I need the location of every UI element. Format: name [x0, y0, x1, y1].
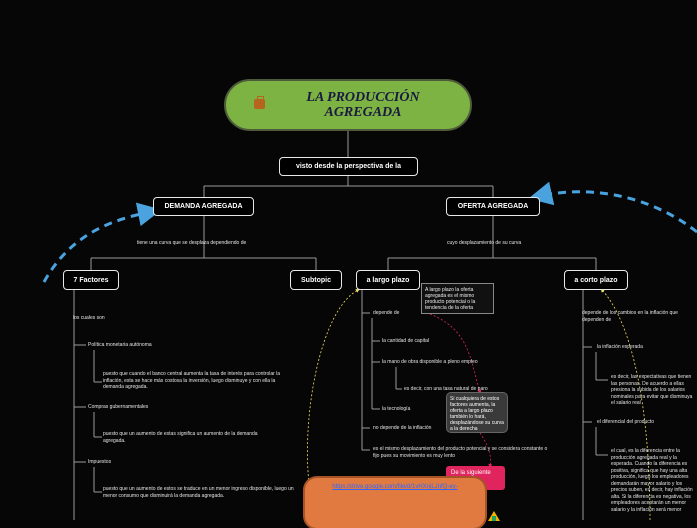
label-los-cuales: los cuales son [73, 315, 105, 321]
label-desplazamiento: es el mismo desplazamiento del producto … [373, 446, 548, 459]
note-largo-plazo: A largo plazo la oferta agregada es el m… [421, 283, 494, 314]
dashed-arrow-right [528, 181, 697, 234]
google-drive-icon [488, 511, 500, 521]
label-inflacion-desc: es decir, las expectativas que tienen la… [611, 374, 693, 406]
label-diferencial-desc: el cual, es la diferencia entre la produ… [611, 448, 693, 513]
node-subtopic[interactable]: Subtopic [290, 270, 342, 290]
label-mano-obra: la mano de obra disponible a pleno emple… [382, 359, 478, 365]
note-factores-cambio: Si cualquiera de estos factores aumenta,… [446, 392, 508, 433]
label-depende-de: depende de [373, 310, 400, 316]
central-title: LA PRODUCCIÓN AGREGADA [306, 90, 420, 120]
label-impuestos: Impuestos [88, 459, 112, 465]
briefcase-icon [254, 96, 265, 109]
label-compras-desc: puesto que un aumento de estas significa… [103, 431, 258, 444]
label-depende-cambios: depende de los cambios en la inflación q… [582, 310, 678, 323]
node-oferta-agregada[interactable]: OFERTA AGREGADA [446, 197, 540, 216]
label-impuestos-desc: puesto que un aumento de estos se traduc… [103, 486, 294, 499]
node-demanda-agregada[interactable]: DEMANDA AGREGADA [153, 197, 254, 216]
central-topic[interactable]: LA PRODUCCIÓN AGREGADA [224, 79, 472, 131]
label-capital: la cantidad de capital [382, 338, 429, 344]
label-tiene-curva: tiene una curva que se desplaza dependie… [137, 240, 247, 246]
label-compras: Compras gubernamentales [88, 404, 149, 410]
label-no-depende: no depende de la inflación [373, 425, 432, 431]
label-politica-desc: puesto que cuando el banco central aumen… [103, 371, 281, 390]
label-diferencial: el diferencial del producto [597, 419, 654, 425]
drive-link[interactable]: https://drive.google.com/file/d/1vHXnjLJ… [332, 484, 458, 490]
label-cuyo-desplazamiento: cuyo desplazamiento de su curva [447, 240, 522, 246]
node-7-factores[interactable]: 7 Factores [63, 270, 119, 290]
dashed-arrow-left [42, 202, 162, 283]
link-attachment[interactable]: https://drive.google.com/file/d/1vHXnjLJ… [305, 478, 485, 528]
label-politica: Política monetaria autónoma [88, 342, 152, 348]
node-corto-plazo[interactable]: a corto plazo [564, 270, 628, 290]
label-inflacion-esperada: la inflación esperada [597, 344, 643, 350]
node-visto[interactable]: visto desde la perspectiva de la [279, 157, 418, 176]
label-tecnologia: la tecnología [382, 406, 411, 412]
label-es-decir: es decir, con una tasa natural de paro [404, 386, 488, 392]
node-largo-plazo[interactable]: a largo plazo [356, 270, 420, 290]
